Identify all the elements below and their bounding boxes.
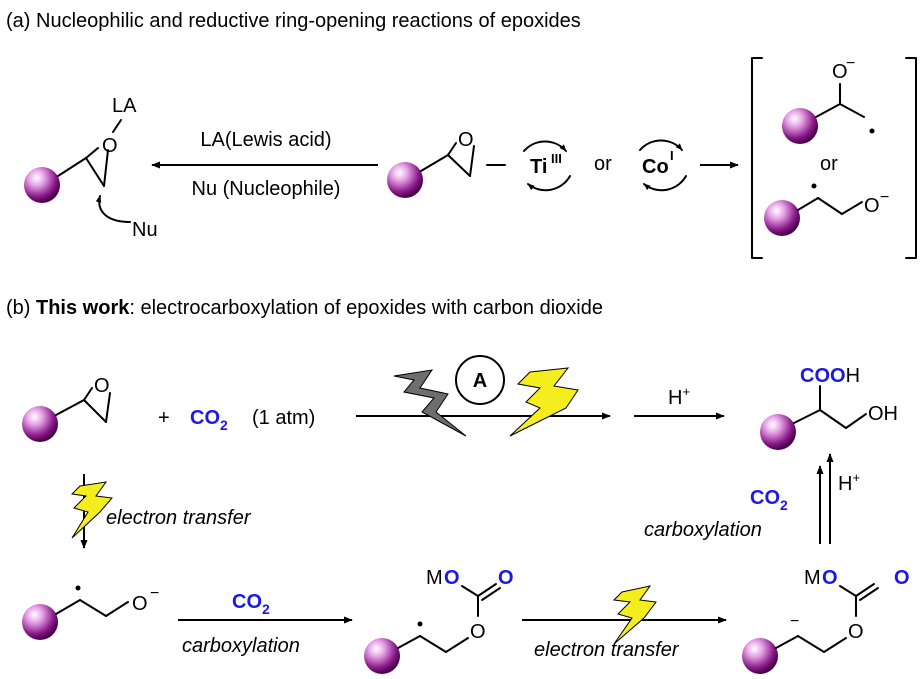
co2-pressure: (1 atm) (252, 407, 315, 429)
co2-subscript: 2 (262, 601, 270, 617)
panel-a-heading: (a) Nucleophilic and reductive ring-open… (6, 10, 581, 32)
electron-transfer-label-2: electron transfer (534, 639, 680, 661)
co2-main: CO (750, 487, 780, 509)
acid-label: H+ (668, 384, 690, 409)
nucleophile-label: Nu (132, 219, 158, 241)
starting-epoxide-a: O (387, 129, 475, 198)
right-bracket (905, 57, 917, 259)
ti-catalyst-label: Ti (530, 156, 547, 178)
product-oxygen-label: O (864, 195, 880, 217)
co2-subscript: 2 (220, 417, 228, 433)
epoxide-oxygen-label: O (94, 375, 110, 397)
epoxide-la-complex: O LA Nu (24, 95, 158, 241)
substituent-ball (24, 167, 60, 203)
radical-dot (75, 585, 81, 591)
metal-label: M (426, 567, 443, 589)
epoxide-oxygen-label: O (102, 135, 118, 157)
nucleophile-attack-arrow (95, 195, 131, 223)
yellow-lightning-bolt-icon (612, 585, 657, 645)
cobalt-cycle: Co I (639, 139, 687, 192)
metal-oxygen: O (444, 567, 460, 589)
cooh-h: H (846, 365, 860, 387)
heading-rest: : electrocarboxylation of epoxides with … (129, 297, 603, 319)
ester-oxygen: O (470, 621, 486, 643)
metal-oxygen: O (822, 567, 838, 589)
cooh-blue-part: COO (800, 365, 846, 387)
substituent-ball (364, 638, 400, 674)
carbanion-charge: − (790, 613, 799, 630)
acid-plus: + (852, 470, 860, 485)
oxide-charge: − (846, 55, 855, 72)
co2-main: CO (190, 407, 220, 429)
alkoxide-radical-product: O − (782, 55, 875, 144)
gray-lightning-bolt-icon (393, 369, 467, 437)
carboxylation-label-1: carboxylation (182, 635, 300, 657)
co2-subscript: 2 (780, 497, 788, 513)
carboxylic-acid-product: COOH OH (760, 365, 898, 450)
substituent-ball (22, 604, 58, 640)
heading-prefix: (b) (6, 297, 36, 319)
or-products: or (820, 153, 838, 175)
radical-dot (869, 128, 875, 134)
left-bracket (751, 57, 763, 259)
carbanion-carbonate-intermediate: − O M O O (742, 567, 910, 674)
yellow-lightning-bolt-icon (509, 367, 579, 437)
heading-this-work: This work (36, 297, 130, 319)
catalyst-a-circle (455, 355, 505, 405)
substituent-ball (387, 162, 423, 198)
radical-carbonate-intermediate: O M O O (364, 567, 514, 674)
substituent-ball (760, 414, 796, 450)
hydroxyl-label: OH (868, 403, 898, 425)
substituent-ball (22, 406, 58, 442)
epoxide-oxygen-label: O (458, 129, 474, 151)
substituent-ball (742, 638, 778, 674)
or-catalysts: or (594, 153, 612, 175)
co-catalyst-label: Co (642, 156, 669, 178)
starting-epoxide-b: O (22, 375, 111, 442)
titanium-cycle: Ti III (523, 140, 571, 192)
carbonyl-oxygen: O (894, 567, 910, 589)
co2-reagent: CO2 (190, 407, 228, 433)
acid-h: H (838, 473, 852, 495)
radical-dot (417, 621, 423, 627)
intermediate-oxygen: O (132, 593, 148, 615)
reagent-lewis-acid: LA(Lewis acid) (200, 129, 331, 151)
radical-alkoxide-intermediate: O − (22, 585, 159, 640)
substituent-ball (764, 200, 800, 236)
co2-over-arrow: CO2 (232, 591, 270, 617)
ti-oxidation-state: III (551, 151, 562, 166)
acid-h: H (668, 387, 682, 409)
carboxylation-label-2: carboxylation (644, 519, 762, 541)
panel-b-heading: (b) This work: electrocarboxylation of e… (6, 297, 603, 319)
radical-alkoxide-product: O − (764, 183, 889, 236)
yellow-lightning-bolt-icon (70, 481, 113, 539)
electron-transfer-label-1: electron transfer (106, 507, 252, 529)
product-oxygen-label: O (832, 61, 848, 83)
lewis-acid-label: LA (112, 95, 137, 117)
acid-plus: + (682, 384, 690, 399)
catalyst-a-label: A (473, 370, 487, 392)
oxide-charge: − (150, 585, 159, 602)
co2-side-label: CO2 (750, 487, 788, 513)
carbonyl-oxygen: O (498, 567, 514, 589)
plus-sign: + (158, 407, 170, 429)
radical-dot (811, 183, 817, 189)
oxide-charge: − (880, 189, 889, 206)
cooh-group: COOH (800, 365, 860, 387)
reagent-nucleophile: Nu (Nucleophile) (192, 178, 341, 200)
co-oxidation-state: I (670, 148, 674, 163)
co2-main: CO (232, 591, 262, 613)
substituent-ball (782, 108, 818, 144)
protonation-label: H+ (838, 470, 860, 495)
metal-label: M (804, 567, 821, 589)
ester-oxygen: O (848, 621, 864, 643)
